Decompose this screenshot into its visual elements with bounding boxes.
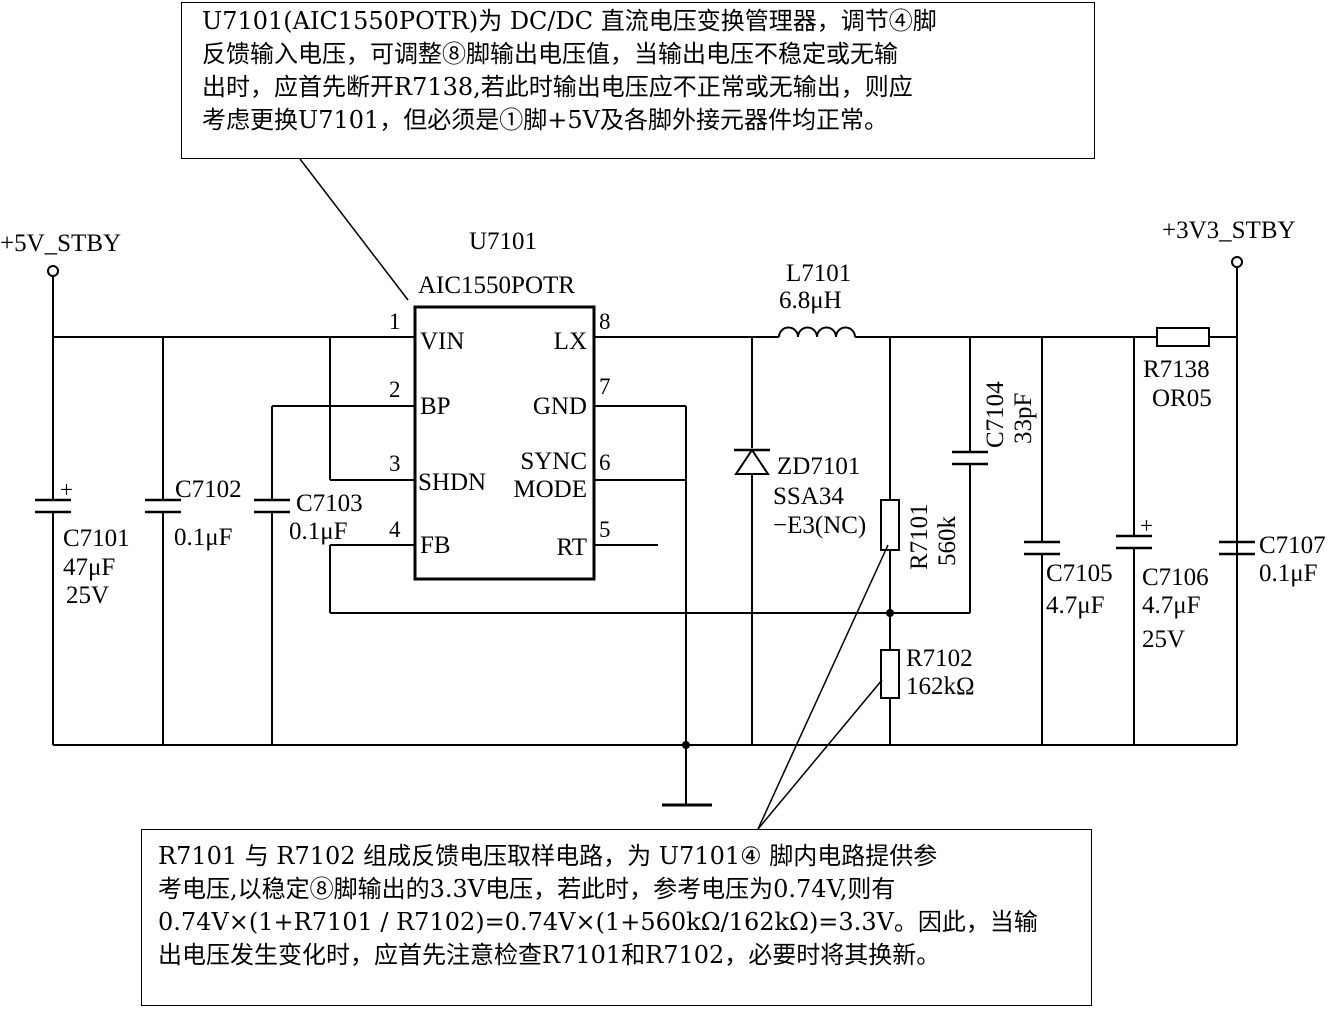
pin-name-lx: LX: [554, 328, 587, 355]
ic-part: AIC1550POTR: [418, 272, 575, 299]
bottom-annotation-line: 考电压,以稳定⑧脚输出的3.3V电压，若此时，参考电压为0.74V,则有: [158, 875, 896, 903]
pin-name-shdn: SHDN: [418, 469, 486, 496]
ic-ref: U7101: [469, 228, 537, 255]
r7101-ref: R7101: [906, 503, 933, 570]
pin-name-gnd: GND: [533, 393, 587, 420]
pin-name-sync: SYNC: [520, 448, 587, 475]
ic-body: [413, 305, 596, 581]
c7101-ref: C7101: [63, 525, 130, 552]
bottom-annotation-line: 0.74V×(1+R7101 / R7102)=0.74V×(1+560kΩ/1…: [158, 908, 1038, 936]
inductor-symbol: [778, 326, 856, 338]
c7102-ref: C7102: [175, 476, 242, 503]
pin-number-4: 4: [389, 517, 401, 542]
c7106-polarity: +: [1140, 513, 1153, 538]
c7101-value: 47μF: [63, 554, 115, 581]
bottom-annotation-box: R7101 与 R7102 组成反馈电压取样电路，为 U7101④ 脚内电路提供…: [141, 829, 1092, 1006]
c7107-ref: C7107: [1259, 532, 1326, 559]
pin-name-rt: RT: [557, 534, 587, 561]
diode-symbol: [734, 448, 770, 475]
pin-name-mode: MODE: [513, 476, 587, 503]
c7101-polarity: +: [60, 477, 73, 502]
c7104-value: 33pF: [1010, 393, 1037, 444]
r7138-ref: R7138: [1143, 356, 1210, 383]
r7102-ref: R7102: [906, 645, 973, 672]
pin-number-5: 5: [599, 517, 611, 542]
pin-name-vin: VIN: [420, 328, 464, 355]
input-rail-label: +5V_STBY: [0, 230, 121, 257]
top-annotation-line: U7101(AIC1550POTR)为 DC/DC 直流电压变换管理器，调节④脚: [202, 7, 937, 35]
callout-lines: [299, 158, 889, 830]
wires: [52, 268, 1238, 807]
c7104-ref: C7104: [982, 381, 1009, 448]
r7138-value: OR05: [1152, 385, 1212, 412]
c7106-value: 4.7μF: [1142, 592, 1201, 619]
c7103-ref: C7103: [296, 490, 363, 517]
c7105-ref: C7105: [1046, 560, 1113, 587]
bottom-annotation-line: R7101 与 R7102 组成反馈电压取样电路，为 U7101④ 脚内电路提供…: [158, 842, 938, 870]
r7102-value: 162kΩ: [906, 673, 975, 700]
c7106-rating: 25V: [1142, 626, 1185, 653]
input-terminal: [47, 265, 59, 277]
pin-number-2: 2: [389, 377, 401, 402]
l7101-value: 6.8μH: [779, 287, 842, 314]
c7106-ref: C7106: [1142, 564, 1209, 591]
zd7101-value-1: SSA34: [773, 483, 844, 510]
pin-number-7: 7: [599, 374, 611, 399]
pin-number-6: 6: [599, 450, 611, 475]
top-annotation-line: 出时，应首先断开R7138,若此时输出电压应不正常或无输出，则应: [202, 73, 913, 101]
top-annotation-line: 反馈输入电压，可调整⑧脚输出电压值，当输出电压不稳定或无输: [202, 40, 898, 68]
r7101-value: 560k: [934, 516, 961, 567]
zd7101-value-2: −E3(NC): [773, 512, 866, 539]
pin-name-bp: BP: [420, 393, 451, 420]
pin-number-3: 3: [389, 451, 401, 476]
junction-dots: [682, 609, 894, 749]
pin-number-8: 8: [599, 309, 611, 334]
c7105-value: 4.7μF: [1046, 592, 1105, 619]
top-annotation-line: 考虑更换U7101，但必须是①脚+5V及各脚外接元器件均正常。: [202, 106, 889, 134]
capacitor-symbols: [35, 450, 1255, 556]
pin-number-1: 1: [389, 309, 401, 334]
output-rail-label: +3V3_STBY: [1162, 217, 1296, 244]
l7101-ref: L7101: [786, 260, 851, 287]
c7102-value: 0.1μF: [174, 524, 233, 551]
resistor-symbols: [880, 327, 1210, 699]
c7101-rating: 25V: [66, 582, 109, 609]
bottom-annotation-line: 出电压发生变化时，应首先注意检查R7101和R7102，必要时将其换新。: [158, 941, 941, 969]
top-annotation-box: U7101(AIC1550POTR)为 DC/DC 直流电压变换管理器，调节④脚…: [181, 2, 1095, 159]
output-terminal: [1231, 256, 1243, 268]
c7107-value: 0.1μF: [1259, 560, 1318, 587]
zd7101-ref: ZD7101: [777, 453, 860, 480]
c7103-value: 0.1μF: [289, 518, 348, 545]
pin-name-fb: FB: [420, 532, 451, 559]
